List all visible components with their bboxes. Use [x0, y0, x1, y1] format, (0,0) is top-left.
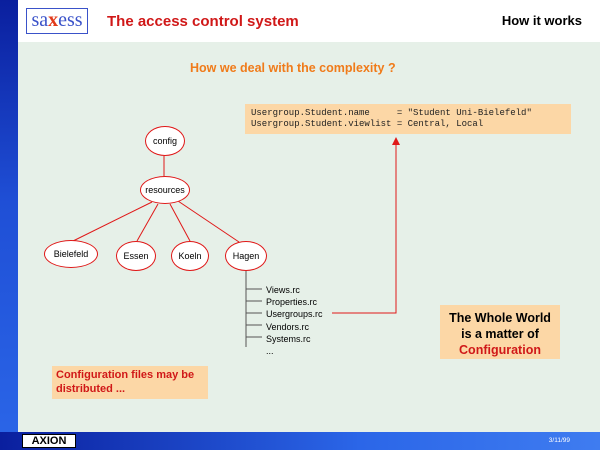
whole-world-callout: The Whole World is a matter of Configura… [440, 305, 560, 359]
file-item-properties: Properties.rc [266, 297, 318, 308]
axion-logo: AXION [22, 434, 76, 448]
tree-node-hagen: Hagen [225, 241, 267, 271]
header [18, 0, 600, 42]
distributed-note: Configuration files may be distributed .… [52, 366, 208, 399]
tree-node-essen: Essen [116, 241, 156, 271]
config-line-1: Usergroup.Student.name = "Student Uni-Bi… [251, 108, 532, 118]
file-item-views: Views.rc [266, 285, 300, 295]
tree-node-koeln: Koeln [171, 241, 209, 271]
file-item-usergroups: Usergroups.rc [266, 309, 323, 320]
slide-subtitle: How we deal with the complexity ? [190, 61, 396, 75]
callout-line-1: The Whole World [449, 311, 551, 325]
file-item-more: ... [266, 346, 274, 357]
file-item-vendors: Vendors.rc [266, 321, 310, 332]
callout-line-2: is a matter of [461, 327, 539, 341]
config-line-2: Usergroup.Student.viewlist = Central, Lo… [251, 119, 484, 129]
tree-node-resources: resources [140, 176, 190, 204]
footer-bar [0, 432, 600, 450]
slide-title: The access control system [107, 13, 299, 30]
callout-line-3: Configuration [459, 343, 541, 357]
section-label: How it works [501, 13, 582, 28]
left-accent-bar [0, 0, 18, 450]
slide-date: 3/11/99 [548, 437, 570, 444]
tree-node-config: config [145, 126, 185, 156]
config-file-list: Views.rc Properties.rc Usergroups.rc Ven… [266, 284, 323, 357]
file-item-systems: Systems.rc [266, 333, 311, 344]
tree-node-bielefeld: Bielefeld [44, 240, 98, 268]
config-snippet-box: Usergroup.Student.name = "Student Uni-Bi… [245, 104, 571, 134]
